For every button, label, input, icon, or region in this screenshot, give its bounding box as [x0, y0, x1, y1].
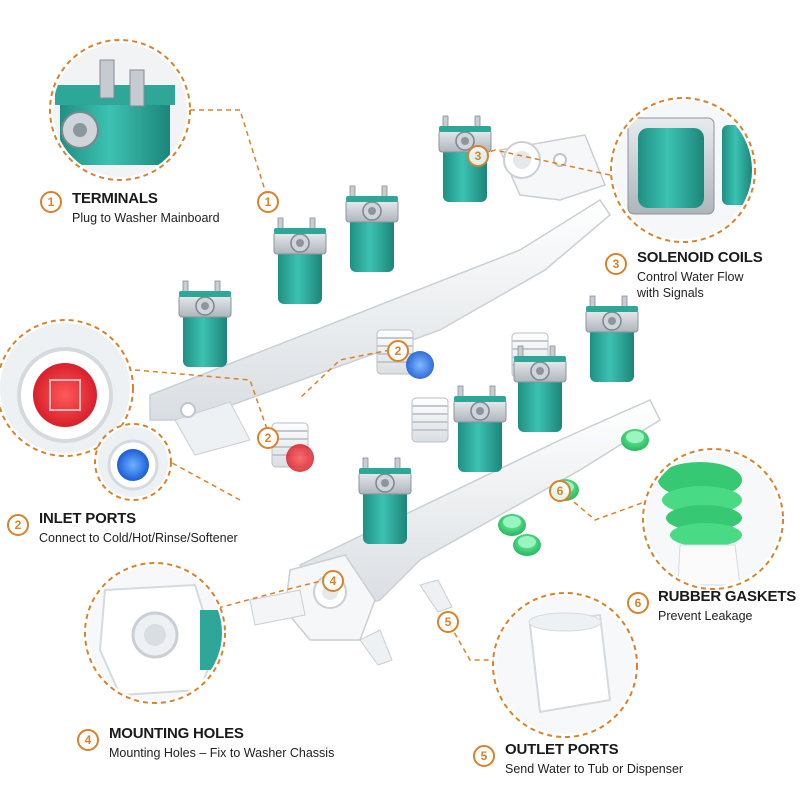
callout-gaskets: RUBBER GASKETS Prevent Leakage	[658, 588, 796, 624]
lower-solenoid-4	[585, 295, 639, 383]
leader-outlet	[449, 624, 495, 661]
lower-solenoid-3	[513, 345, 567, 433]
callout-mounting-number: 4	[77, 729, 99, 751]
callout-gaskets-number: 6	[627, 592, 649, 614]
gasket-4	[621, 429, 649, 451]
callout-inlet: INLET PORTS Connect to Cold/Hot/Rinse/So…	[39, 510, 238, 546]
marker-inlet-upper: 2	[387, 340, 409, 362]
detail-gasket	[642, 448, 784, 590]
callout-outlet-title: OUTLET PORTS	[505, 741, 619, 758]
callout-terminals-title: TERMINALS	[72, 190, 158, 207]
callout-solenoid: SOLENOID COILS Control Water Flow with S…	[637, 249, 763, 301]
marker-terminals: 1	[257, 191, 279, 213]
detail-inlet-small	[94, 423, 172, 501]
callout-outlet: OUTLET PORTS Send Water to Tub or Dispen…	[505, 741, 683, 777]
detail-mounting	[84, 562, 226, 704]
upper-solenoid-3	[345, 185, 399, 273]
marker-solenoid: 3	[467, 145, 489, 167]
marker-gaskets: 6	[549, 480, 571, 502]
callout-mounting-desc: Mounting Holes – Fix to Washer Chassis	[109, 746, 335, 760]
upper-manifold-body	[149, 198, 611, 421]
leader-terminals	[190, 109, 269, 201]
lower-solenoid-1	[358, 457, 412, 545]
callout-terminals: TERMINALS Plug to Washer Mainboard	[72, 190, 220, 226]
callout-solenoid-title: SOLENOID COILS	[637, 249, 763, 266]
gasket-1	[498, 514, 526, 536]
leader-inlet-1	[134, 369, 269, 433]
callout-gaskets-title: RUBBER GASKETS	[658, 588, 797, 605]
callout-inlet-desc: Connect to Cold/Hot/Rinse/Softener	[39, 531, 238, 545]
gasket-2	[513, 534, 541, 556]
upper-solenoid-2	[273, 217, 327, 305]
upper-inlet-cold	[376, 329, 434, 379]
leader-lines	[129, 109, 651, 661]
callout-outlet-number: 5	[473, 745, 495, 767]
callout-mounting: MOUNTING HOLES Mounting Holes – Fix to W…	[109, 725, 334, 761]
leader-inlet-small	[129, 439, 241, 501]
callout-solenoid-desc: Control Water Flow	[637, 270, 744, 284]
lower-outlet-pipe-1	[359, 629, 393, 666]
callout-solenoid-number: 3	[605, 253, 627, 275]
marker-inlet-lower: 2	[257, 427, 279, 449]
callout-mounting-title: MOUNTING HOLES	[109, 725, 244, 742]
detail-outlet	[492, 592, 638, 738]
marker-outlet: 5	[437, 611, 459, 633]
lower-outlet-pipe-2	[419, 579, 453, 613]
leader-gaskets	[559, 489, 651, 521]
callout-outlet-desc: Send Water to Tub or Dispenser	[505, 762, 684, 776]
marker-mounting: 4	[322, 570, 344, 592]
detail-inlet-large	[0, 319, 134, 457]
detail-solenoid	[610, 97, 756, 243]
callout-terminals-number: 1	[40, 191, 62, 213]
callout-solenoid-desc-2: with Signals	[637, 286, 704, 300]
callout-inlet-number: 2	[7, 514, 29, 536]
upper-inlet-hot	[271, 422, 314, 472]
upper-solenoid-1	[178, 280, 232, 368]
callout-inlet-title: INLET PORTS	[39, 510, 136, 527]
callout-gaskets-desc: Prevent Leakage	[658, 609, 753, 623]
lower-solenoid-2	[453, 385, 507, 473]
callout-terminals-desc: Plug to Washer Mainboard	[72, 211, 220, 225]
detail-terminals	[49, 39, 191, 181]
upper-valve-assembly	[149, 115, 611, 472]
